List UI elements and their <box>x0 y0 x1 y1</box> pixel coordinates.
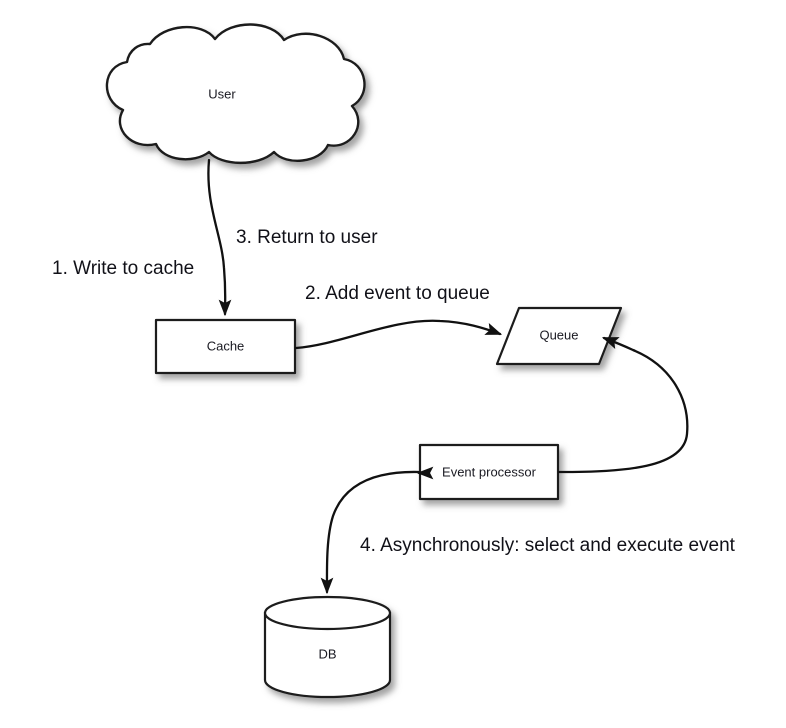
cloud-shape <box>105 23 366 164</box>
node-label-cache: Cache <box>207 338 245 353</box>
node-db[interactable] <box>263 595 392 699</box>
edge-user-to-cache <box>207 158 232 317</box>
node-label-queue: Queue <box>539 327 578 342</box>
node-label-event-processor: Event processor <box>442 464 537 479</box>
step-label-1: 1. Write to cache <box>52 258 194 279</box>
edge-event-processor-to-queue <box>557 336 689 474</box>
db-cylinder-body-shape <box>263 611 392 699</box>
edge-cache-to-queue <box>294 319 503 350</box>
step-label-2: 2. Add event to queue <box>305 283 490 304</box>
queue-parallelogram-shape <box>495 306 623 366</box>
node-cache[interactable] <box>154 318 297 375</box>
edge-event-processor-to-db <box>320 470 421 595</box>
step-label-4: 4. Asynchronously: select and execute ev… <box>360 535 736 556</box>
node-event-processor[interactable] <box>418 443 560 501</box>
node-label-user: User <box>208 86 236 101</box>
step-label-3: 3. Return to user <box>236 227 378 248</box>
db-cylinder-top-shape <box>263 595 392 631</box>
node-user[interactable] <box>105 23 366 164</box>
cache-box-shape <box>154 318 297 375</box>
node-queue[interactable] <box>495 306 623 366</box>
event-processor-box-shape <box>418 443 560 501</box>
node-label-db: DB <box>318 646 336 661</box>
